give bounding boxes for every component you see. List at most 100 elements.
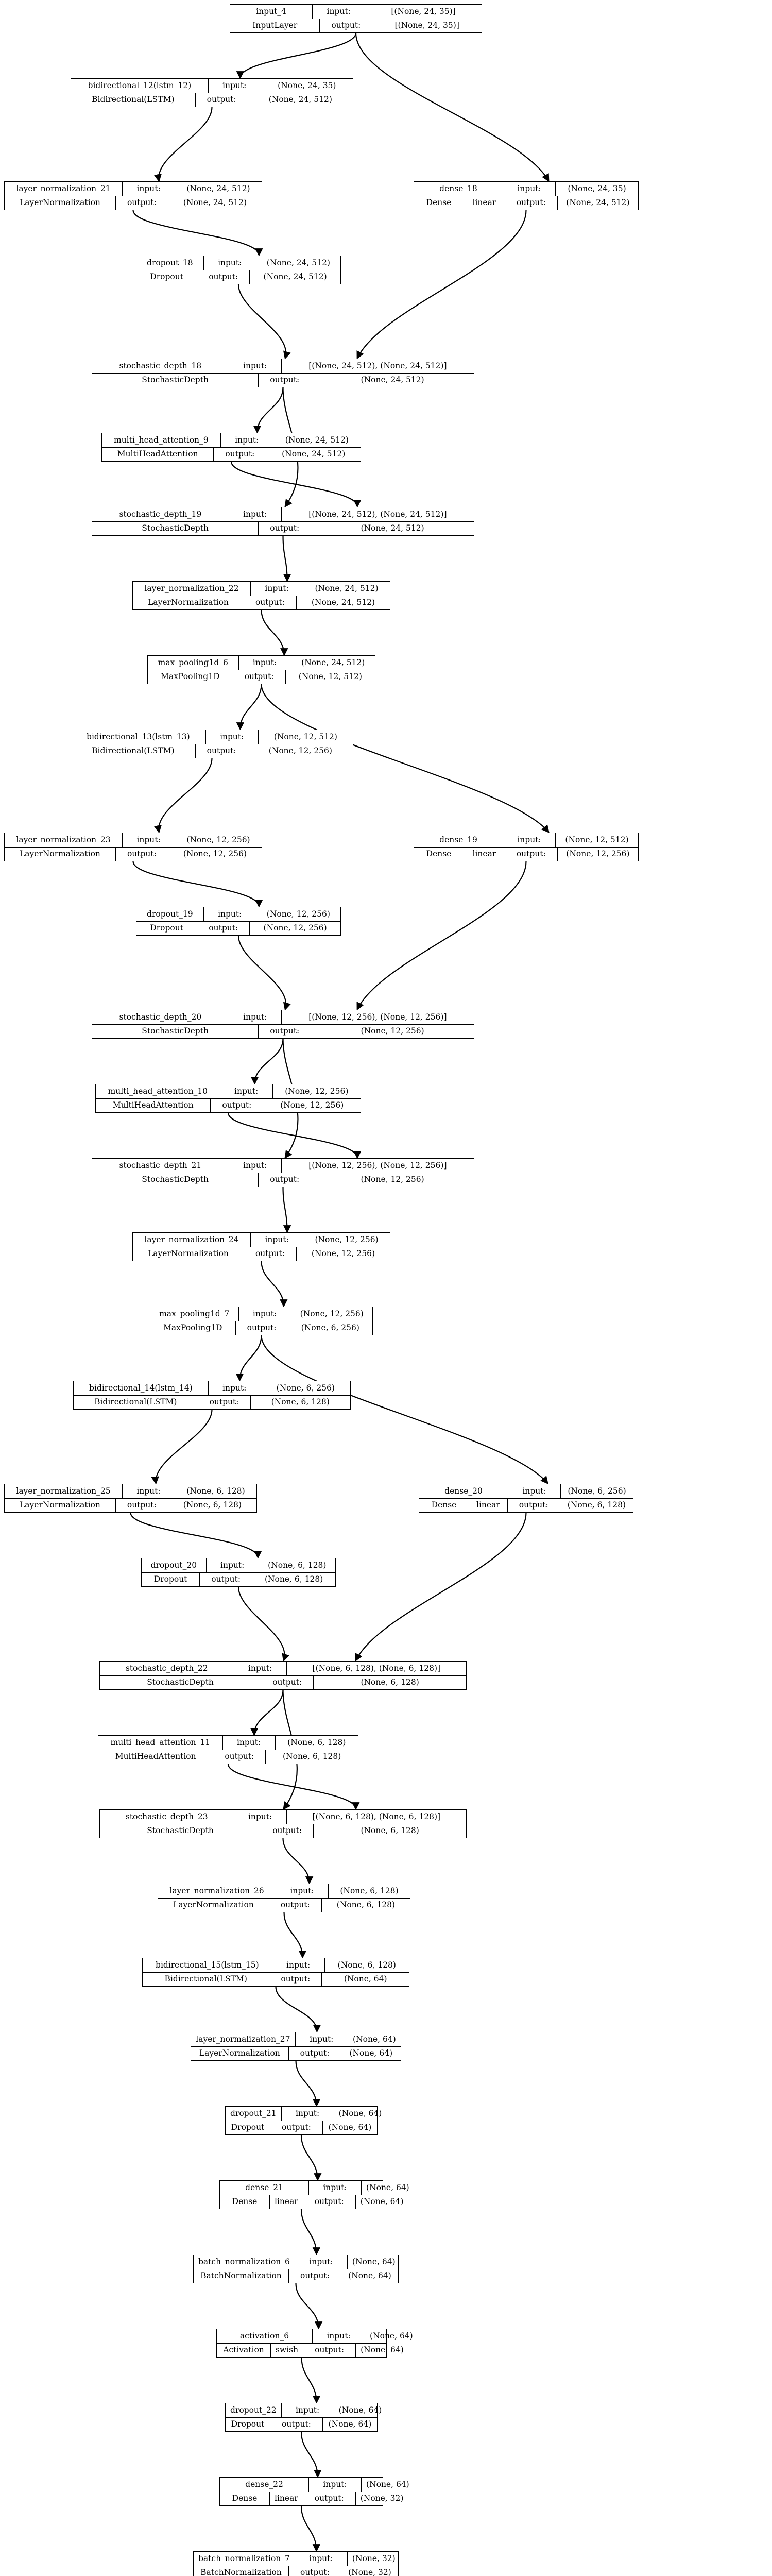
input-label: input: (228, 507, 281, 521)
input-shape-value: (None, 12, 256) (272, 1084, 361, 1098)
input-shape-value: (None, 32) (347, 2552, 400, 2566)
input-shape-value: [(None, 24, 512), (None, 24, 512)] (281, 507, 474, 521)
input-shape-value: (None, 12, 512) (555, 833, 638, 847)
layer-class-label: Dense (232, 2197, 258, 2206)
layer-name-label: dropout_20 (150, 1560, 197, 1570)
layer-node-bidirectional_15[interactable]: bidirectional_15(lstm_15)input:(None, 6,… (142, 1958, 409, 1987)
layer-node-bidirectional_13[interactable]: bidirectional_13(lstm_13)input:(None, 12… (71, 730, 353, 758)
edge-dropout_22-to-dense_22 (300, 2431, 322, 2478)
input-label: input: (281, 2403, 334, 2417)
layer-class-label: Dropout (150, 272, 183, 281)
edge-layer_normalization_22-to-max_pooling1d_6 (261, 609, 288, 656)
output-shape-value: (None, 24, 512) (296, 596, 390, 609)
output-shape-value: (None, 64) (355, 2343, 408, 2357)
edge-layer_normalization_24-to-max_pooling1d_7 (261, 1261, 288, 1308)
output-label: output: (195, 744, 248, 758)
layer-name-label: multi_head_attention_11 (110, 1737, 211, 1747)
edge-multi_head_attention_9-to-stochastic_depth_19 (230, 461, 362, 508)
output-shape-value: (None, 64) (321, 1972, 409, 1986)
edge-stochastic_depth_21-to-layer_normalization_24 (282, 1187, 291, 1233)
output-shape-value: (None, 24, 512) (167, 196, 262, 210)
layer-class-label: LayerNormalization (19, 198, 100, 207)
output-label: output: (115, 196, 168, 210)
layer-node-bidirectional_12[interactable]: bidirectional_12(lstm_12)input:(None, 24… (71, 78, 353, 107)
layer-class-label: Bidirectional(LSTM) (164, 1974, 247, 1984)
edge-layer_normalization_21-to-dropout_18 (132, 210, 263, 257)
layer-name-label: dropout_21 (230, 2108, 277, 2118)
output-shape-value: (None, 24, 512) (557, 196, 638, 210)
layer-class-label: InputLayer (252, 21, 298, 30)
activation-label: swish (270, 2343, 303, 2357)
edge-dropout_18-to-stochastic_depth_18 (237, 284, 291, 360)
input-shape-value: (None, 24, 512) (272, 433, 361, 447)
output-shape-value: (None, 32) (340, 2566, 398, 2576)
layer-name-label: stochastic_depth_20 (119, 1012, 202, 1022)
layer-class-label: Bidirectional(LSTM) (92, 95, 175, 104)
layer-name-label: stochastic_depth_21 (119, 1160, 202, 1170)
output-shape-value: (None, 24, 512) (266, 447, 361, 461)
layer-name-label: stochastic_depth_19 (119, 509, 202, 519)
input-shape-value: (None, 64) (361, 2181, 414, 2195)
layer-name-label: dense_21 (245, 2182, 283, 2192)
layer-node-bidirectional_14[interactable]: bidirectional_14(lstm_14)input:(None, 6,… (73, 1381, 351, 1410)
edge-stochastic_depth_20-to-multi_head_attention_10 (250, 1038, 284, 1085)
layer-class-label: LayerNormalization (19, 849, 100, 858)
activation-label: linear (269, 2195, 303, 2209)
layer-name-label: dropout_18 (147, 258, 193, 267)
layer-name-label: bidirectional_15(lstm_15) (156, 1960, 259, 1970)
input-label: input: (294, 2552, 347, 2566)
output-label: output: (269, 1972, 321, 1986)
input-label: input: (203, 256, 256, 270)
output-label: output: (269, 2121, 322, 2134)
input-label: input: (208, 1381, 261, 1395)
output-label: output: (258, 521, 311, 535)
layer-node-stochastic_depth_19[interactable]: stochastic_depth_19 input:[(None, 24, 512… (92, 507, 474, 536)
output-shape-value: (None, 24, 512) (311, 521, 474, 535)
input-label: input: (228, 1159, 281, 1173)
output-label: output: (261, 1675, 313, 1689)
output-label: output: (288, 2566, 341, 2576)
output-label: output: (258, 1024, 311, 1038)
node-input-row: stochastic_depth_19 input:[(None, 24, 512… (92, 507, 474, 522)
